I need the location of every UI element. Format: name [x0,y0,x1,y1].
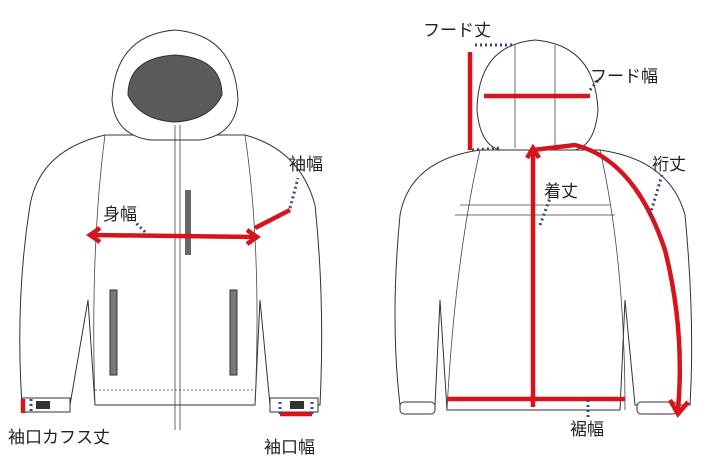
front-jacket [19,29,323,430]
label-body-length: 着丈 [544,182,578,202]
measurement-lines [20,43,690,418]
label-hood-width: フード幅 [590,67,658,87]
label-cuff-length: 袖口カフス丈 [8,428,110,448]
label-hem-width: 裾幅 [570,420,604,440]
label-body-width: 身幅 [103,205,137,225]
label-cuff-width: 袖口幅 [264,438,315,458]
label-sleeve-length: 裄丈 [652,155,686,175]
label-hood-length: フード丈 [423,21,491,41]
label-sleeve-width: 袖幅 [289,155,323,175]
